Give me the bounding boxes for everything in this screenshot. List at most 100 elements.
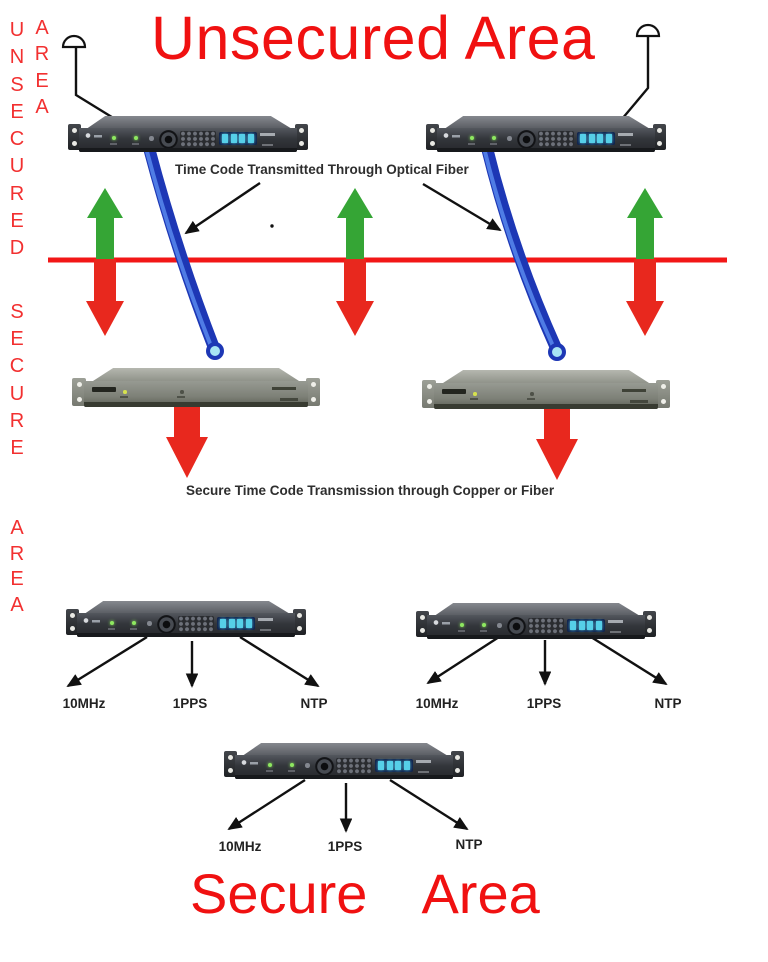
- red-down-arrow: [86, 259, 124, 336]
- optical-fiber-right: [481, 142, 562, 354]
- unsecured-area-title: Unsecured Area: [151, 4, 596, 72]
- output-label-10mhz: 10MHz: [218, 839, 262, 854]
- front-panel: [235, 755, 453, 779]
- rack-ear: [224, 751, 237, 777]
- red-down-arrow: [336, 259, 374, 336]
- serial-text: [280, 398, 298, 401]
- nav-dpad: [315, 757, 334, 776]
- status-led: [482, 623, 486, 627]
- output-arrow-ntp: [389, 778, 469, 831]
- secure-output-arrow: [536, 402, 578, 480]
- led-label: [480, 630, 487, 632]
- brand-logo: [85, 132, 103, 139]
- fiber-label-arrow-left: [184, 182, 261, 235]
- fiber-receiver-right: [422, 368, 670, 414]
- led-label: [120, 396, 128, 398]
- optical-fiber-left-highlight: [144, 146, 213, 348]
- time-server-transmitter-top-right: [426, 116, 666, 156]
- area-word: Area: [421, 862, 540, 925]
- rack-ear: [422, 380, 436, 408]
- status-led: [290, 763, 294, 767]
- front-panel: [84, 381, 308, 407]
- gps-antenna-left-icon: [61, 34, 87, 49]
- led-label: [468, 143, 475, 145]
- antenna-cable-right: [621, 36, 650, 120]
- front-panel: [434, 383, 658, 409]
- led-time-display: [219, 132, 257, 145]
- status-led: [112, 136, 116, 140]
- status-led: [268, 763, 272, 767]
- led-time-display: [567, 619, 605, 632]
- rack-ear: [306, 378, 320, 406]
- rack-ear: [451, 751, 464, 777]
- green-up-arrow: [87, 188, 123, 262]
- panel-button: [149, 136, 154, 141]
- output-arrow-10mhz: [227, 778, 306, 831]
- secure-transmission-label: Secure Time Code Transmission through Co…: [186, 483, 555, 498]
- output-label-10mhz: 10MHz: [62, 696, 106, 711]
- time-server-secure-left: [66, 601, 306, 641]
- side-label-secure: S E C U R E: [9, 301, 25, 460]
- model-text: [272, 387, 296, 390]
- numeric-keypad: [538, 131, 574, 147]
- fiber-transmission-label: Time Code Transmitted Through Optical Fi…: [175, 162, 469, 177]
- output-arrow-ntp: [590, 635, 668, 686]
- output-label-ntp: NTP: [654, 696, 682, 711]
- time-server-secure-bottom: [224, 743, 464, 783]
- numeric-keypad: [180, 131, 216, 147]
- rack-ear: [656, 380, 670, 408]
- model-text: [258, 618, 273, 621]
- red-down-arrow: [626, 259, 664, 336]
- chassis-top: [243, 743, 447, 755]
- chassis-top: [442, 370, 650, 383]
- brand-logo: [433, 619, 451, 626]
- time-server-transmitter-top-left: [68, 116, 308, 156]
- status-led: [470, 136, 474, 140]
- status-led: [110, 621, 114, 625]
- output-label-1pps: 1PPS: [172, 696, 208, 711]
- numeric-keypad: [178, 616, 214, 632]
- green-up-arrow: [337, 188, 373, 262]
- model-text: [622, 389, 646, 392]
- output-arrow-10mhz: [66, 635, 148, 688]
- model-text: [618, 133, 633, 136]
- rack-ear: [643, 611, 656, 637]
- led-label: [130, 628, 137, 630]
- green-up-arrow: [627, 188, 663, 262]
- brand-logo: [83, 617, 101, 624]
- led-time-display: [217, 617, 255, 630]
- numeric-keypad: [528, 618, 564, 634]
- rack-ear: [653, 124, 666, 150]
- side-label-area-top: A R E A: [34, 17, 50, 118]
- brand-logo: [92, 387, 116, 392]
- optical-fiber-right-highlight: [482, 146, 555, 348]
- status-led: [492, 136, 496, 140]
- serial-text: [262, 144, 273, 146]
- nav-dpad: [157, 615, 176, 634]
- model-text: [608, 620, 623, 623]
- rack-ear: [66, 609, 79, 635]
- brand-logo: [442, 389, 466, 394]
- serial-text: [260, 629, 271, 631]
- output-arrow-ntp: [239, 635, 320, 688]
- led-label: [458, 630, 465, 632]
- led-label: [132, 143, 139, 145]
- output-label-ntp: NTP: [455, 837, 483, 852]
- fiber-label-arrow-right: [422, 182, 502, 232]
- front-panel: [437, 128, 655, 152]
- chassis-top: [435, 603, 639, 615]
- brand-logo: [241, 759, 259, 766]
- side-label-area-bottom: A R E A: [9, 517, 25, 616]
- fiber-tip-right: [548, 343, 566, 361]
- chassis-top: [87, 116, 291, 128]
- led-time-display: [577, 132, 615, 145]
- status-led: [123, 390, 127, 394]
- led-label: [177, 396, 185, 398]
- led-time-display: [375, 759, 413, 772]
- status-led: [460, 623, 464, 627]
- status-led: [134, 136, 138, 140]
- fiber-tip-left: [206, 342, 224, 360]
- rack-ear: [416, 611, 429, 637]
- front-panel: [427, 615, 645, 639]
